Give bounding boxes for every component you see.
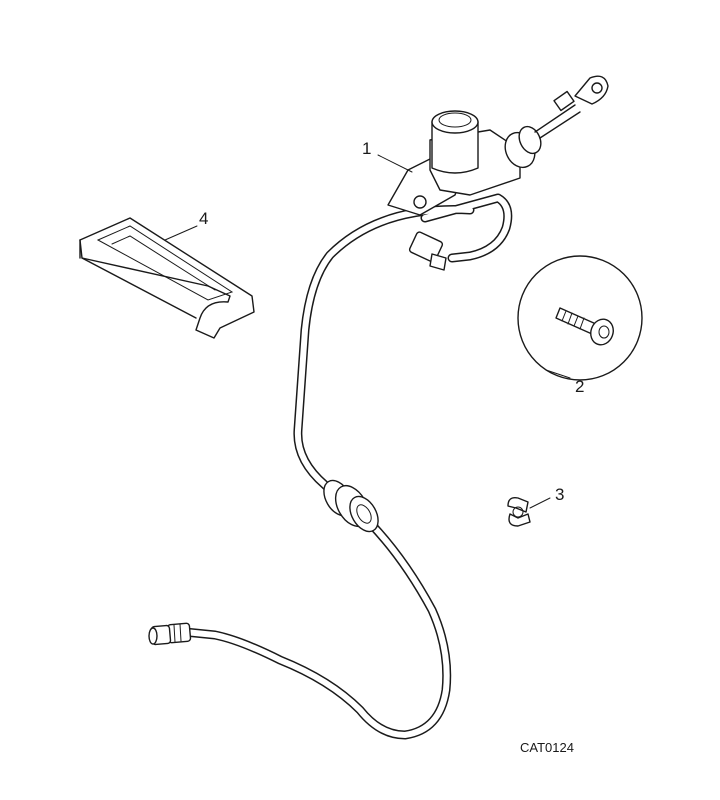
callout-2: 2: [575, 377, 584, 396]
clutch-master-cylinder: [387, 75, 609, 271]
pipe-clip-icon: [507, 496, 531, 527]
pipe-end-fitting: [148, 622, 192, 646]
pipe-grommet: [323, 479, 379, 533]
callout-1: 1: [362, 139, 371, 158]
callout-4: 4: [199, 209, 208, 228]
screw-detail: [517, 255, 643, 381]
screw-icon: [555, 307, 614, 346]
callout-3: 3: [555, 485, 564, 504]
leader-lines: [164, 154, 571, 509]
hydraulic-pipe: [180, 193, 513, 740]
spacer-plate: [79, 217, 255, 339]
catalog-reference: CAT0124: [520, 740, 574, 755]
